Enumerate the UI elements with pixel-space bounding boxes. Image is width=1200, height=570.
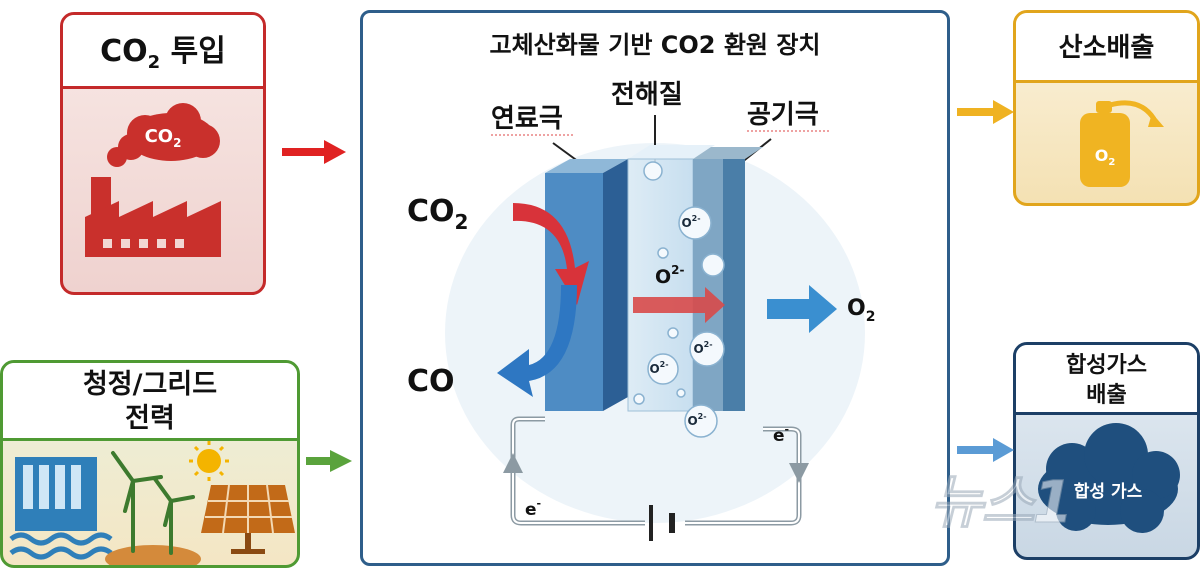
co-outflow-label: CO [407, 364, 455, 399]
ion-label: O2- [693, 340, 712, 356]
oxygen-output-title: 산소배출 [1016, 13, 1197, 83]
ion-label: O2- [681, 214, 700, 230]
ion-transport-label: O2- [655, 263, 685, 288]
syngas-output-title: 합성가스 배출 [1016, 345, 1197, 415]
electron-label-right: e- [773, 423, 789, 446]
news1-watermark: 뉴스1 [929, 468, 1073, 537]
co2-input-title: CO2 투입 [63, 15, 263, 89]
sun-icon [189, 441, 229, 481]
electrolyte-label: 전해질 [611, 80, 683, 110]
solar-panel-icon [201, 484, 295, 554]
co2-inflow-arrow [513, 203, 589, 305]
electron-label-left: e- [525, 497, 541, 520]
syngas-cloud-label: 합성 가스 [1074, 481, 1143, 502]
ion-label: O2- [687, 412, 706, 428]
arrow-co2-to-device [282, 140, 346, 164]
electron-arrow-up [503, 453, 523, 473]
arrow-device-to-oxygen [957, 100, 1014, 124]
arrow-power-to-device [306, 450, 352, 472]
cloud-co2-label: CO2 [145, 126, 182, 150]
fuel-electrode-label: 연료극 [491, 104, 563, 134]
device-title: 고체산화물 기반 CO2 환원 장치 [489, 31, 821, 59]
battery-icon [649, 505, 675, 541]
oxygen-tank-icon: O2 [1080, 100, 1164, 187]
wind-turbine-icon [105, 451, 201, 565]
factory-co2-icon: CO2 [85, 103, 221, 257]
power-source-box: 청정/그리드 전력 [0, 360, 300, 568]
o2-outflow-label: O2 [847, 296, 875, 325]
ion-transport-arrow [633, 287, 725, 323]
oxygen-output-box: 산소배출 O2 [1013, 10, 1200, 206]
renewable-energy-icon [9, 441, 295, 565]
co2-input-box: CO2 투입 CO2 [60, 12, 266, 295]
o2-outflow-arrow [767, 285, 837, 333]
air-electrode-label: 공기극 [747, 100, 819, 130]
co2-inflow-label: CO2 [407, 194, 468, 234]
ion-label: O2- [649, 360, 668, 376]
oxygen-tank-label: O2 [1095, 146, 1116, 168]
device-diagram: 연료극 전해질 공기극 O2- O2- O2- [407, 80, 875, 541]
syngas-output-box: 합성가스 배출 합성 가스 [1013, 342, 1200, 560]
dam-icon [9, 457, 113, 560]
power-source-title: 청정/그리드 전력 [3, 363, 297, 441]
electron-arrow-down [789, 463, 809, 483]
co-outflow-arrow [497, 285, 577, 397]
co2-reduction-device-panel: 고체산화물 기반 CO2 환원 장치 연료극 전해질 공기극 [360, 10, 950, 566]
syngas-cloud-icon: 합성 가스 [1038, 423, 1180, 533]
